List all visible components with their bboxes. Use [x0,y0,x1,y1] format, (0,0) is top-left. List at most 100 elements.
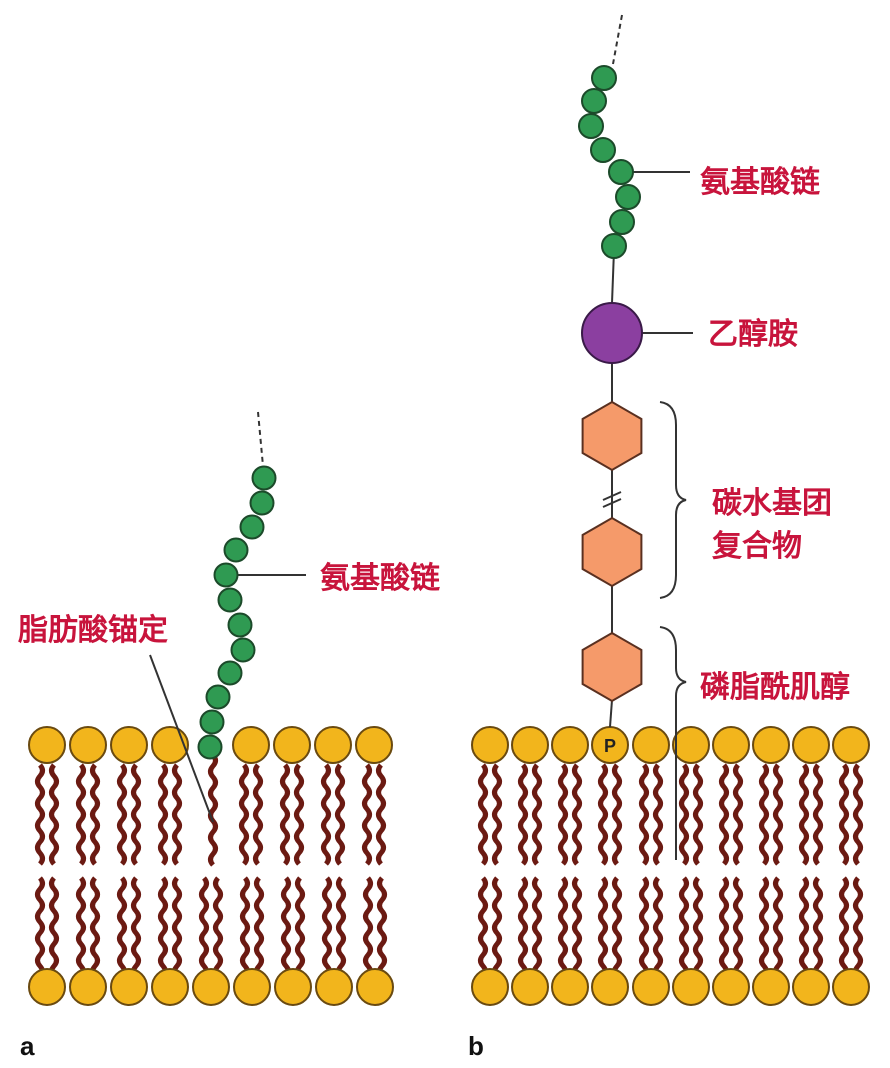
lipid-a-bottom-tail [90,876,100,979]
lipid-head-icon [672,726,710,764]
amino-acid-bead-icon [591,65,617,91]
lipid-head-icon [551,726,589,764]
amino-acid-bead-icon [199,709,225,735]
lipid-b-bottom-tail [518,876,528,979]
lipid-a-bottom-tail [213,876,223,979]
lipid-head-icon [591,968,629,1006]
lipid-head-icon [752,968,790,1006]
amino-acid-bead-icon [590,137,616,163]
lipid-head-icon [233,968,271,1006]
phosphate-symbol: P [604,736,616,756]
lipid-head-icon [712,726,750,764]
amino-acid-bead-icon [249,490,275,516]
lipid-head-icon [632,968,670,1006]
lipid-head-icon [273,726,311,764]
panel-b-amino-chain-label: 氨基酸链 [700,165,820,200]
lipid-head-icon [511,726,549,764]
amino-acid-bead-icon [239,514,265,540]
lipid-a-bottom-tail [172,876,182,979]
lipid-b-top-tail [518,763,528,866]
amino-acid-bead-icon [251,465,277,491]
lipid-a-top-tail [172,763,182,866]
lipid-b-bottom-tail [492,876,502,979]
lipid-head-icon [832,968,870,1006]
lipid-a-bottom-tail [158,876,168,979]
lipid-b-top-tail [813,763,823,866]
lipid-b-bottom-tail [653,876,663,979]
sugar-hexagon-icon [581,400,643,472]
lipid-head-icon [551,968,589,1006]
lipid-a-bottom-tail [35,876,45,979]
amino-acid-bead-icon [601,233,627,259]
sugar-hexagon-icon [581,516,643,588]
lipid-head-icon [672,968,710,1006]
lipid-head-icon [356,968,394,1006]
lipid-a-bottom-tail [377,876,387,979]
lipid-a-top-tail [239,763,249,866]
panel-b-ethanolamine-label: 乙醇胺 [708,317,798,352]
amino-acid-bead-icon [227,612,253,638]
lipid-head-icon [792,726,830,764]
lipid-b-bottom-tail [679,876,689,979]
lipid-b-top-tail [653,763,663,866]
lipid-b-bottom-tail [839,876,849,979]
chain-a-continuation-dash [257,411,264,467]
lipid-b-bottom-tail [639,876,649,979]
lipid-b-top-tail [598,763,608,866]
lipid-a-top-tail [90,763,100,866]
amino-acid-bead-icon [213,562,239,588]
lipid-head-icon [752,726,790,764]
lipid-head-icon [274,968,312,1006]
lipid-b-bottom-tail [478,876,488,979]
lipid-b-bottom-tail [853,876,863,979]
lipid-b-top-tail [853,763,863,866]
lipid-a-top-tail [335,763,345,866]
lipid-b-bottom-tail [773,876,783,979]
lipid-head-icon [110,968,148,1006]
lipid-b-top-tail [679,763,689,866]
lipid-head-icon [69,968,107,1006]
panel-b-carbohydrate-label-2: 复合物 [712,529,802,564]
amino-acid-bead-icon [609,209,635,235]
lipid-b-top-tail [839,763,849,866]
break-mark-icon [602,498,622,508]
lipid-b-top-tail [759,763,769,866]
lipid-b-top-tail [693,763,703,866]
lipid-b-top-tail [612,763,622,866]
lipid-a-top-tail [294,763,304,866]
lipid-head-icon [192,968,230,1006]
lipid-a-bottom-tail [322,876,332,979]
amino-acid-bead-icon [197,734,223,760]
lipid-a-top-tail [362,763,372,866]
lipid-a-bottom-tail [336,876,346,979]
lipid-head-icon [28,726,66,764]
lipid-b-bottom-tail [598,876,608,979]
lipid-head-icon [832,726,870,764]
lipid-b-top-tail [799,763,809,866]
lipid-a-top-tail [35,763,45,866]
lipid-a-top-tail [76,763,86,866]
lipid-head-icon [632,726,670,764]
lipid-a-top-tail [158,763,168,866]
lipid-head-icon [712,968,750,1006]
lipid-a-bottom-tail [131,876,141,979]
lipid-b-bottom-tail [532,876,542,979]
pi-brace [659,626,687,860]
chain-b-continuation-dash [612,14,623,65]
lipid-a-bottom-tail [254,876,264,979]
amino-acid-bead-icon [223,537,249,563]
lipid-head-icon [315,968,353,1006]
lipid-b-bottom-tail [558,876,568,979]
panel-a-letter: a [20,1031,35,1061]
carbohydrate-brace [659,401,687,599]
lipid-b-bottom-tail [693,876,703,979]
membranes [28,726,870,1006]
lipid-b-top-tail [572,763,582,866]
panel-b-carbohydrate-label-1: 碳水基团 [712,486,832,521]
lipid-b-bottom-tail [612,876,622,979]
sugar-to-phosphate-link [609,699,613,728]
break-mark-icon [602,491,622,501]
lipid-a-bottom-tail [49,876,59,979]
